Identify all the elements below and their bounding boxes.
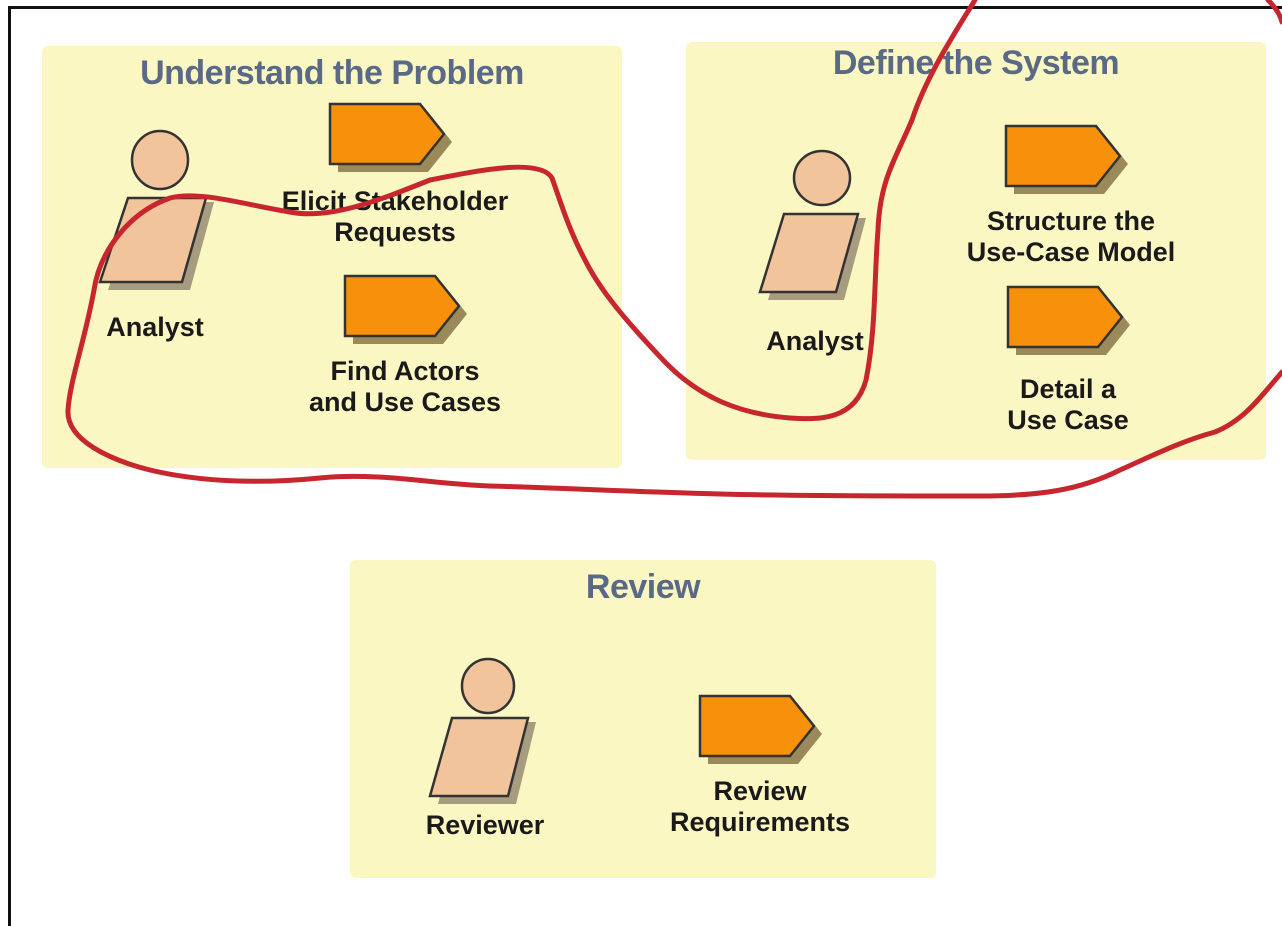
activity-label-elicit: Elicit Stakeholder Requests — [281, 186, 509, 247]
actor-label-analyst: Analyst — [106, 312, 204, 342]
activity-detail-icon — [1006, 285, 1130, 355]
activity-label-detail: Detail a Use Case — [1007, 374, 1129, 435]
actor-label-reviewer: Reviewer — [425, 810, 545, 840]
activity-label-review-requirements: Review Requirements — [669, 776, 851, 837]
activity-label-find-actors: Find Actors and Use Cases — [308, 356, 502, 417]
actor-label-analyst: Analyst — [766, 326, 864, 356]
group-title: Understand the Problem — [140, 54, 524, 92]
actor-analyst-icon — [98, 129, 214, 290]
group-title: Define the System — [832, 44, 1120, 82]
activity-structure-icon — [1004, 124, 1128, 194]
group-review: Review — [350, 560, 936, 878]
group-title: Review — [585, 568, 701, 606]
activity-review-icon — [698, 694, 822, 764]
activity-find-actors-icon — [343, 274, 467, 344]
activity-elicit-icon — [328, 102, 452, 172]
actor-analyst-icon — [758, 149, 866, 300]
activity-label-structure: Structure the Use-Case Model — [966, 206, 1176, 267]
actor-reviewer-icon — [428, 657, 536, 804]
